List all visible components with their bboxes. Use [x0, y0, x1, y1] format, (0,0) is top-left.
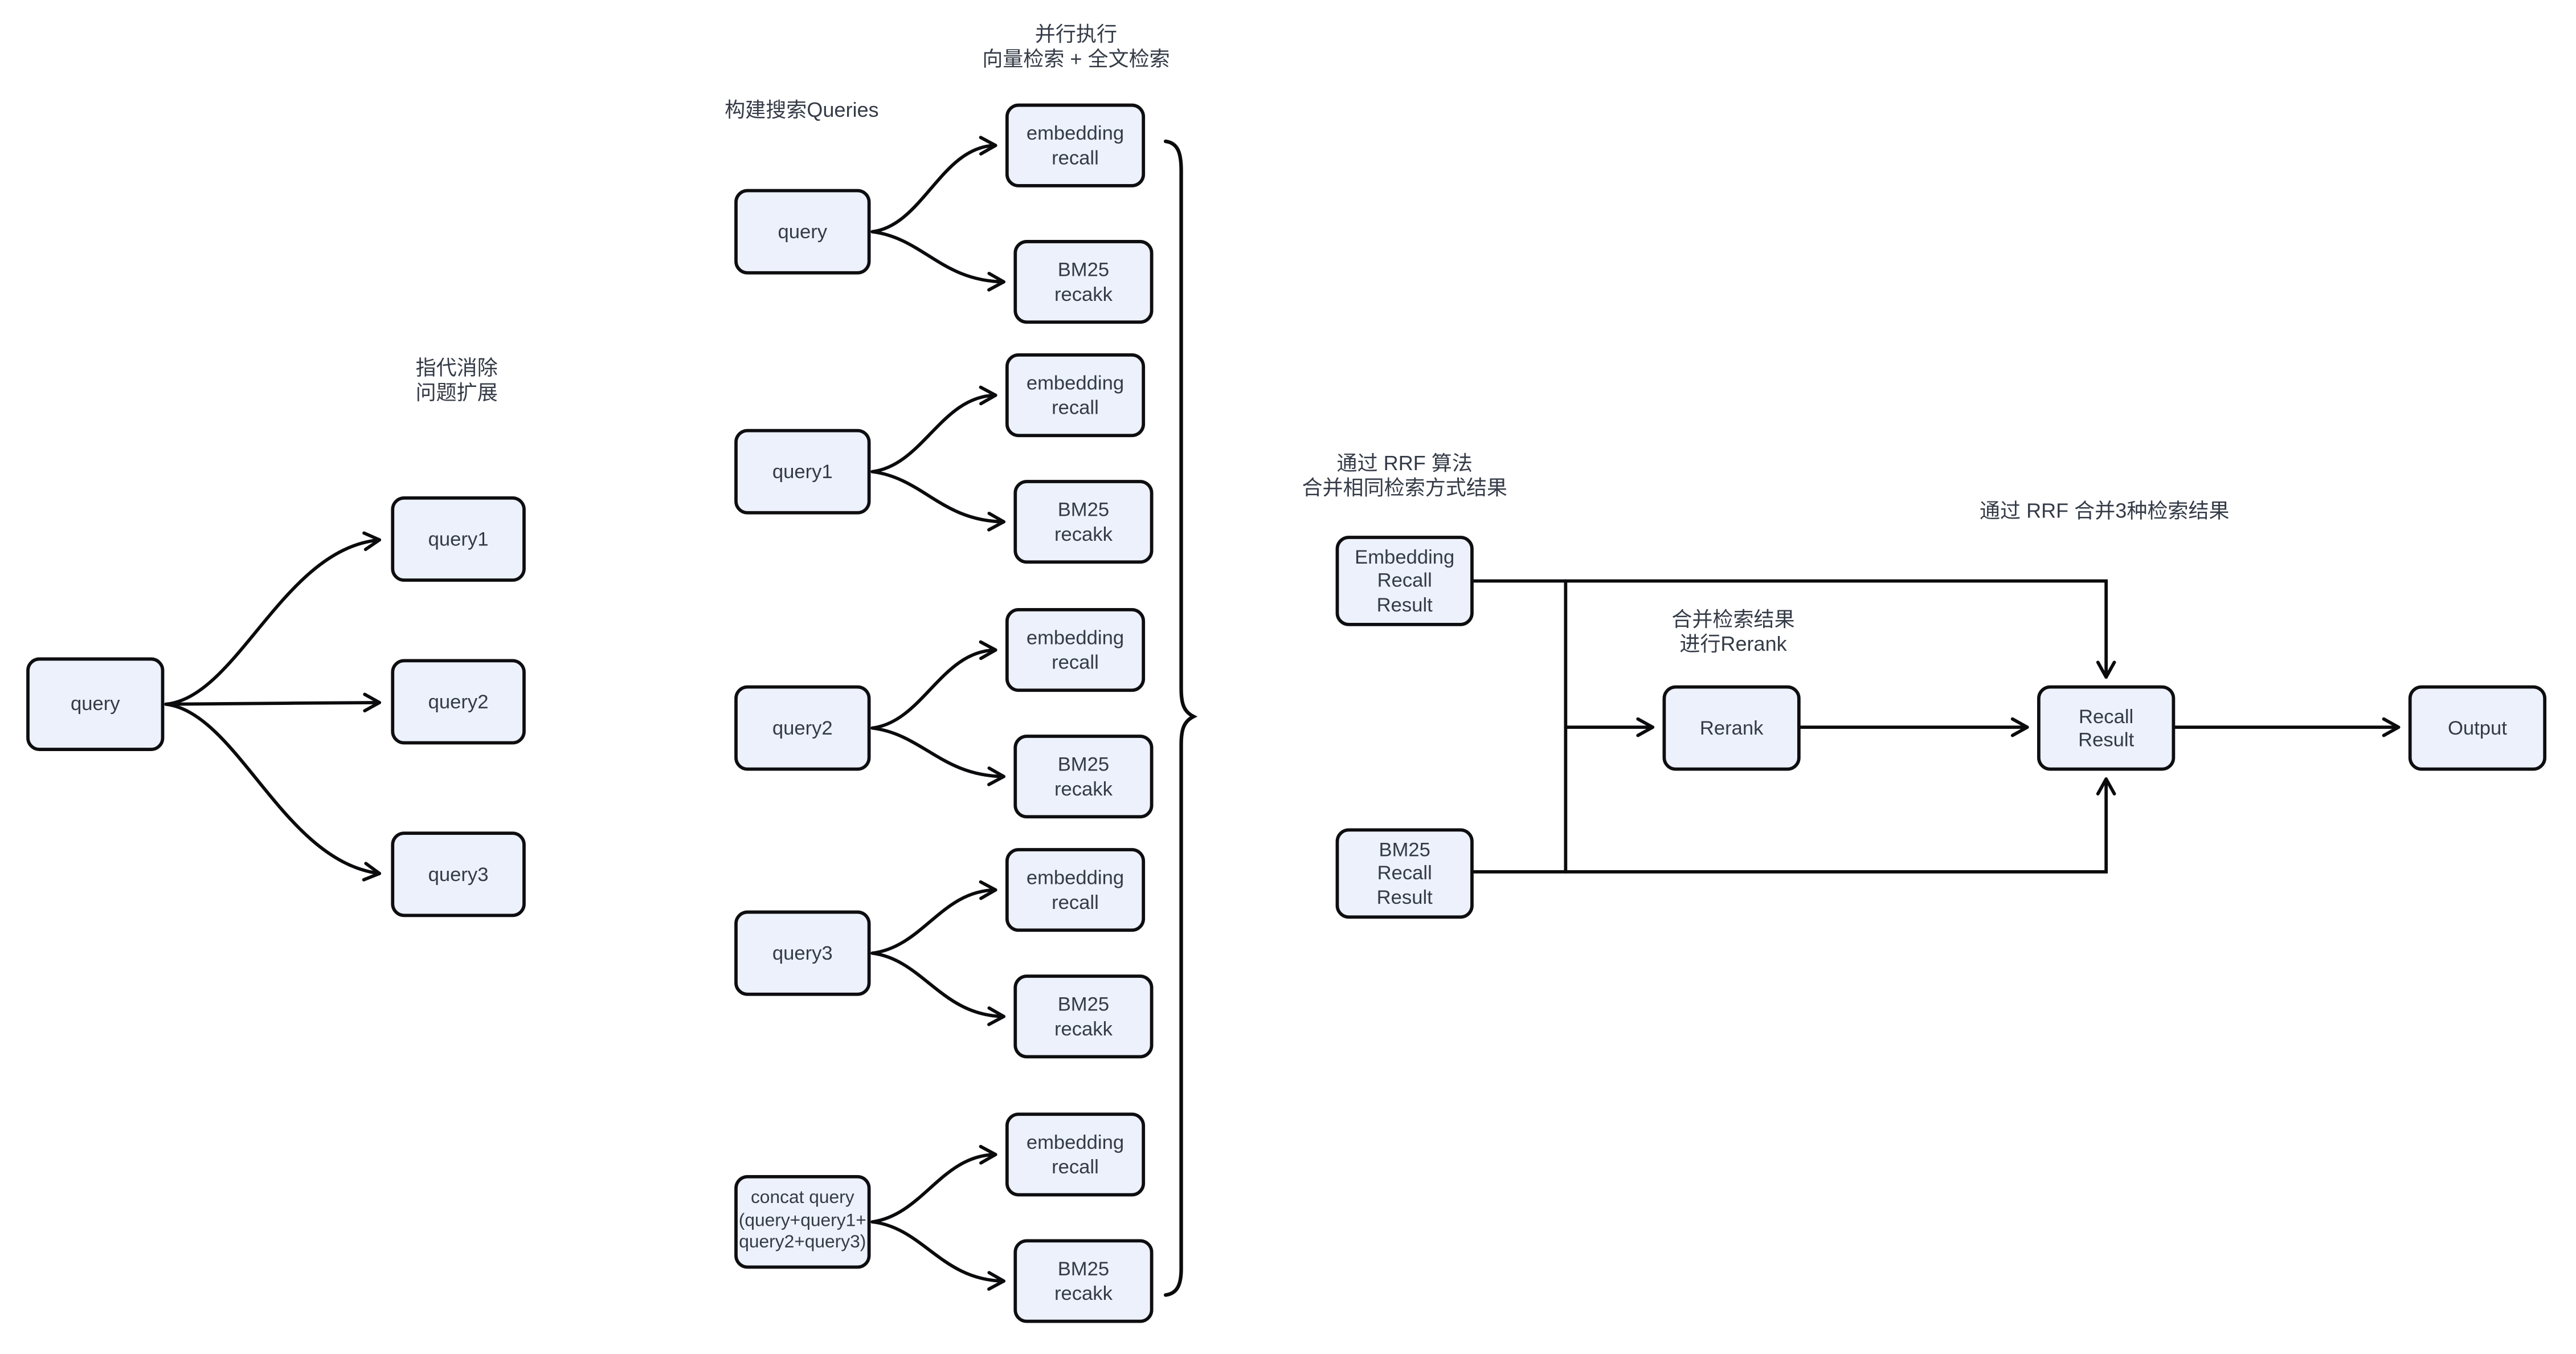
edge-query-to-query1: [164, 531, 382, 706]
node-embedding-recall-2: embedding recall: [1005, 353, 1146, 438]
caption-merge-rerank: 合并检索结果 进行Rerank: [1671, 608, 1795, 655]
edge-bm25result-to-recallresult-bottom: [1471, 777, 2116, 874]
node-concat-query: concat query (query+query1+ query2+query…: [734, 1174, 871, 1269]
node-output: Output: [2408, 685, 2547, 771]
node-query1: query1: [391, 496, 526, 582]
curly-brace: [1163, 139, 1198, 1297]
edge-embresult-to-recallresult-top: [1471, 579, 2116, 679]
edge-query-to-query2: [164, 692, 382, 713]
edge-midquery-to-embedding: [870, 136, 997, 234]
edge-midquery1-to-bm25: [870, 470, 1005, 532]
node-query: query: [26, 657, 165, 751]
node-bm25-recall-result: BM25 Recall Result: [1335, 828, 1474, 919]
node-rerank: Rerank: [1662, 685, 1801, 771]
node-embedding-recall-result: Embedding Recall Result: [1335, 536, 1474, 626]
caption-parallel-exec: 并行执行 向量检索 + 全文检索: [982, 23, 1170, 70]
node-embedding-recall-3: embedding recall: [1005, 608, 1146, 692]
node-mid-query3: query3: [734, 910, 871, 996]
caption-build-queries: 构建搜索Queries: [725, 99, 879, 122]
edge-midquery-to-bm25: [870, 230, 1005, 292]
node-bm25-recall-5: BM25 recakk: [1013, 1239, 1154, 1323]
node-query2: query2: [391, 659, 526, 745]
edge-concat-to-embedding: [870, 1145, 997, 1224]
edge-midquery2-to-embedding: [870, 640, 997, 730]
node-embedding-recall-4: embedding recall: [1005, 848, 1146, 932]
caption-coref-expand: 指代消除 问题扩展: [415, 356, 498, 403]
edge-midquery3-to-embedding: [870, 880, 997, 955]
edge-midquery1-to-embedding: [870, 385, 997, 474]
node-query3: query3: [391, 831, 526, 917]
node-mid-query: query: [734, 189, 871, 275]
node-mid-query1: query1: [734, 429, 871, 515]
node-embedding-recall-5: embedding recall: [1005, 1112, 1146, 1197]
caption-rrf-merge-same: 通过 RRF 算法 合并相同检索方式结果: [1302, 452, 1507, 499]
edge-midquery3-to-bm25: [870, 951, 1005, 1026]
edge-midquery2-to-bm25: [870, 726, 1005, 786]
node-embedding-recall-1: embedding recall: [1005, 103, 1146, 187]
edge-concat-to-bm25: [870, 1220, 1005, 1291]
caption-rrf-merge-three: 通过 RRF 合并3种检索结果: [1979, 499, 2230, 523]
node-mid-query2: query2: [734, 685, 871, 771]
node-bm25-recall-1: BM25 recakk: [1013, 240, 1154, 324]
node-recall-result: Recall Result: [2037, 685, 2176, 771]
node-bm25-recall-2: BM25 recakk: [1013, 480, 1154, 564]
edge-query-to-query3: [164, 702, 382, 882]
node-bm25-recall-4: BM25 recakk: [1013, 974, 1154, 1059]
node-bm25-recall-3: BM25 recakk: [1013, 735, 1154, 819]
